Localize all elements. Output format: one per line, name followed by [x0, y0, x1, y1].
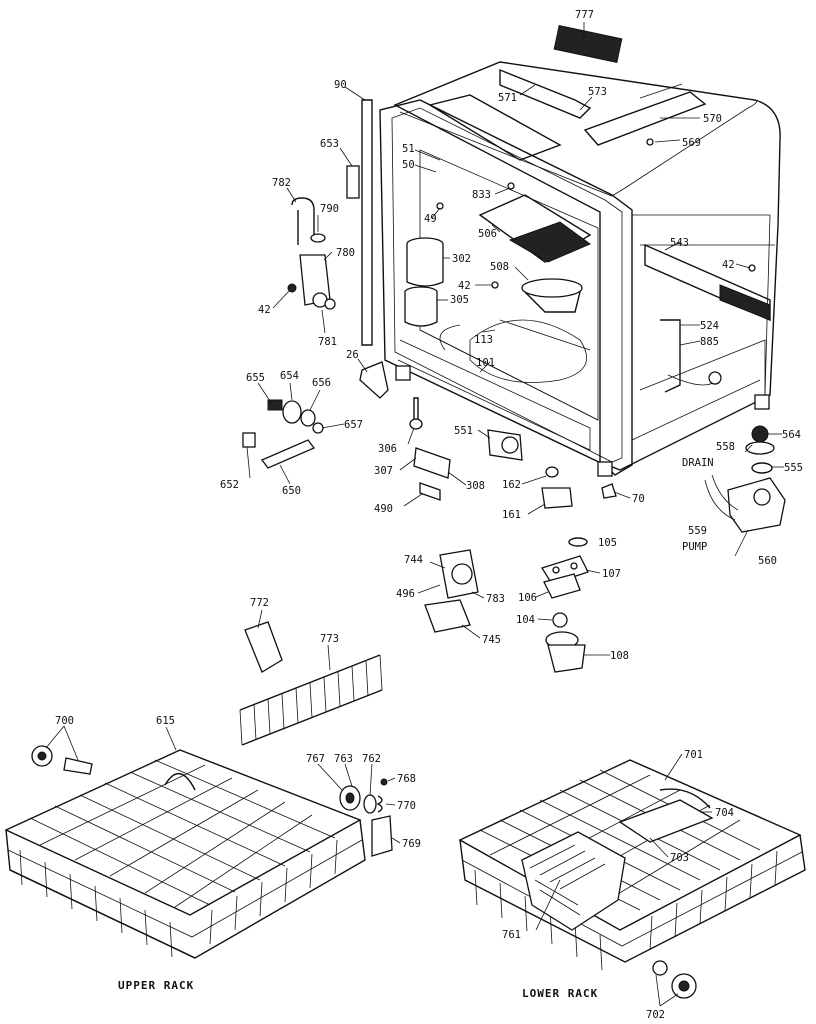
label-558: 558: [716, 441, 735, 453]
leader-lines: [45, 22, 784, 1007]
label-306: 306: [378, 443, 397, 455]
label-833: 833: [472, 189, 491, 201]
label-305: 305: [450, 294, 469, 306]
label-650: 650: [282, 485, 301, 497]
label-50: 50: [402, 159, 415, 171]
label-762: 762: [362, 753, 381, 765]
label-768: 768: [397, 773, 416, 785]
label-90: 90: [334, 79, 347, 91]
label-308: 308: [466, 480, 485, 492]
label-506: 506: [478, 228, 497, 240]
label-490: 490: [374, 503, 393, 515]
label-773: 773: [320, 633, 339, 645]
label-42-center: 42: [458, 280, 471, 292]
label-777: 777: [575, 9, 594, 21]
label-307: 307: [374, 465, 393, 477]
label-655: 655: [246, 372, 265, 384]
label-543: 543: [670, 237, 689, 249]
label-162: 162: [502, 479, 521, 491]
label-105: 105: [598, 537, 617, 549]
label-42-right: 42: [722, 259, 735, 271]
label-106: 106: [518, 592, 537, 604]
label-744: 744: [404, 554, 423, 566]
label-570: 570: [703, 113, 722, 125]
label-571: 571: [498, 92, 517, 104]
label-551: 551: [454, 425, 473, 437]
upper-rack: [4, 749, 366, 959]
door-side-components: [242, 99, 617, 509]
label-101: 101: [476, 357, 495, 369]
label-767: 767: [306, 753, 325, 765]
tub-assembly: [379, 25, 781, 477]
label-702: 702: [646, 1009, 665, 1021]
label-42-left: 42: [258, 304, 271, 316]
label-508: 508: [490, 261, 509, 273]
label-656: 656: [312, 377, 331, 389]
label-885: 885: [700, 336, 719, 348]
label-781: 781: [318, 336, 337, 348]
label-782: 782: [272, 177, 291, 189]
label-763: 763: [334, 753, 353, 765]
label-780: 780: [336, 247, 355, 259]
label-772: 772: [250, 597, 269, 609]
label-653: 653: [320, 138, 339, 150]
label-770: 770: [397, 800, 416, 812]
label-113: 113: [474, 334, 493, 346]
label-161: 161: [502, 509, 521, 521]
caption-lower-rack: LOWER RACK: [522, 987, 598, 1000]
label-761: 761: [502, 929, 521, 941]
caption-pump: PUMP: [682, 541, 707, 553]
label-783-timer: 783: [486, 593, 505, 605]
label-654: 654: [280, 370, 299, 382]
rack-accessories: [31, 621, 697, 999]
label-559: 559: [688, 525, 707, 537]
label-704: 704: [715, 807, 734, 819]
label-496: 496: [396, 588, 415, 600]
label-703: 703: [670, 852, 689, 864]
label-790: 790: [320, 203, 339, 215]
label-51: 51: [402, 143, 415, 155]
label-615: 615: [156, 715, 175, 727]
caption-upper-rack: UPPER RACK: [118, 979, 194, 992]
timer-dispenser-parts: [424, 537, 589, 673]
label-107: 107: [602, 568, 621, 580]
label-524: 524: [700, 320, 719, 332]
label-108: 108: [610, 650, 629, 662]
label-564: 564: [782, 429, 801, 441]
label-657: 657: [344, 419, 363, 431]
part-labels: 777 571 573 570 569 90 653 51 50 833 49 …: [55, 9, 803, 1021]
label-555: 555: [784, 462, 803, 474]
label-26: 26: [346, 349, 359, 361]
label-573: 573: [588, 86, 607, 98]
label-652: 652: [220, 479, 239, 491]
pump-drain-assembly: [704, 425, 786, 533]
label-49: 49: [424, 213, 437, 225]
label-104: 104: [516, 614, 535, 626]
label-560: 560: [758, 555, 777, 567]
label-70: 70: [632, 493, 645, 505]
label-569: 569: [682, 137, 701, 149]
label-701: 701: [684, 749, 703, 761]
lower-rack: [458, 759, 806, 971]
caption-drain: DRAIN: [682, 457, 714, 469]
label-745: 745: [482, 634, 501, 646]
label-302: 302: [452, 253, 471, 265]
label-700: 700: [55, 715, 74, 727]
label-769: 769: [402, 838, 421, 850]
